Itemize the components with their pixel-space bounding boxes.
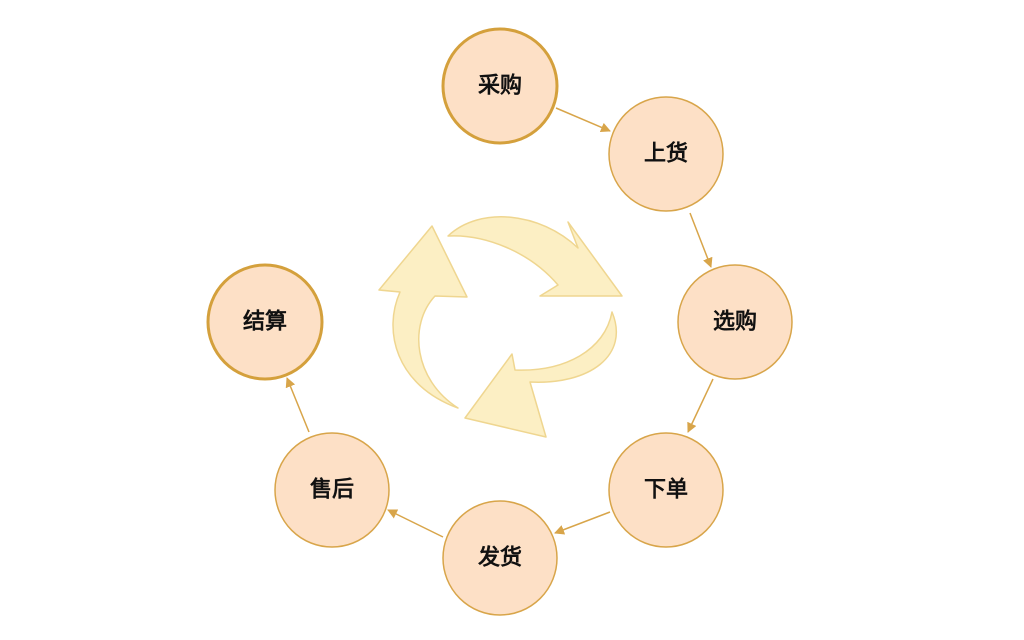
node-aftersale: 售后 [274,432,390,548]
node-ship-circle [442,500,558,616]
node-aftersale-label: 售后 [310,477,354,503]
node-purchase: 采购 [441,27,559,145]
connector-order-ship [554,511,611,535]
node-order-circle [608,432,724,548]
node-ship: 发货 [442,500,558,616]
node-order: 下单 [608,432,724,548]
connector-shelve-select [689,212,713,268]
connector-ship-aftersale [387,509,444,538]
connector-purchase-shelve [555,107,611,133]
node-shelve: 上货 [608,96,724,212]
node-settle-label: 结算 [243,309,287,335]
node-aftersale-circle [274,432,390,548]
recycle-icon [378,216,623,438]
node-select: 选购 [677,264,793,380]
connectors [285,107,714,538]
node-select-circle [677,264,793,380]
node-settle-circle [206,263,324,381]
cycle-arrow-top [447,216,623,297]
cycle-arrow-right [464,311,618,438]
cycle-arrow-left [378,225,468,409]
node-settle: 结算 [206,263,324,381]
node-order-label: 下单 [644,478,688,503]
node-purchase-label: 采购 [478,73,522,99]
node-ship-label: 发货 [477,545,522,571]
node-shelve-label: 上货 [644,141,688,167]
connector-select-order [687,378,714,433]
node-select-label: 选购 [713,309,757,335]
node-shelve-circle [608,96,724,212]
connector-aftersale-settle [285,377,310,433]
node-purchase-circle [441,27,559,145]
